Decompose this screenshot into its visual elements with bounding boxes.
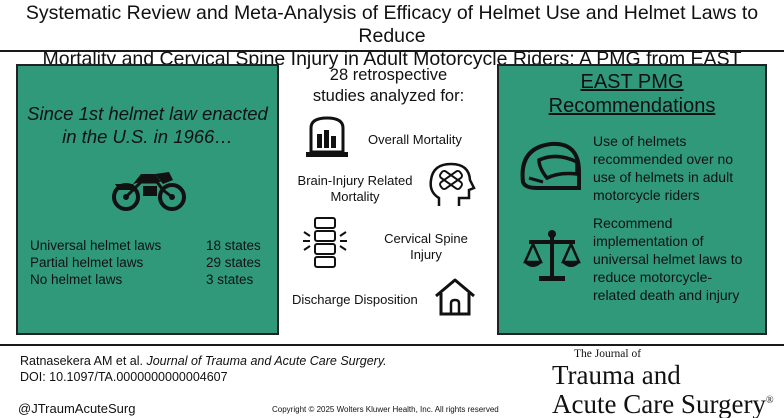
scales-icon [523, 230, 581, 281]
studies-heading-line-1: 28 retrospective [329, 66, 448, 84]
journal-logo: The Journal of Trauma and Acute Care Sur… [552, 348, 782, 418]
recommendation-line: Recommend [593, 215, 673, 231]
law-count: 3 states [206, 272, 254, 287]
helmet-law-intro: Since 1st helmet law enacted in the U.S.… [18, 102, 277, 148]
law-count: 29 states [206, 255, 261, 270]
helmet-law-panel: Since 1st helmet law enacted in the U.S.… [16, 64, 279, 335]
top-divider [0, 50, 784, 52]
registered-mark: ® [765, 395, 774, 406]
recommendation-line: motorcycle riders [593, 187, 700, 203]
intro-line-2: in the U.S. in 1966… [62, 126, 233, 147]
citation-doi: DOI: 10.1097/TA.0000000000004607 [20, 370, 228, 384]
outcome-label-line-1: Cervical Spine [384, 231, 468, 246]
recommendations-heading: EAST PMG Recommendations [499, 70, 765, 118]
page-title: Systematic Review and Meta-Analysis of E… [0, 2, 784, 71]
logo-line-1: Trauma and [552, 360, 681, 390]
logo-line-2-text: Acute Care Surgery [552, 389, 766, 418]
bottom-divider [0, 344, 784, 346]
outcome-cervical-spine-injury: Cervical Spine Injury [380, 231, 472, 263]
citation-line: Ratnasekera AM et al. Journal of Trauma … [20, 353, 387, 369]
citation-journal: Journal of Trauma and Acute Care Surgery… [146, 354, 387, 368]
house-icon [435, 278, 475, 316]
law-label: No helmet laws [30, 272, 123, 287]
logo-small-text: The Journal of [574, 348, 642, 360]
recommendation-line: use of helmets in adult [593, 169, 734, 185]
recommendation-line: universal helmet laws to [593, 251, 743, 267]
recommendation-universal-laws: Recommend implementation of universal he… [593, 214, 765, 304]
intro-line-1: Since 1st helmet law enacted [27, 103, 268, 124]
recommendation-line: related death and injury [593, 287, 740, 303]
motorcycle-icon [112, 172, 186, 211]
title-line-1: Systematic Review and Meta-Analysis of E… [25, 2, 759, 47]
twitter-handle[interactable]: @JTraumAcuteSurg [18, 401, 136, 416]
law-label: Partial helmet laws [30, 255, 144, 270]
recommendation-line: recommended over no [593, 151, 734, 167]
citation-author: Ratnasekera AM et al. [20, 354, 143, 368]
outcome-label-line-2: Injury [410, 247, 442, 262]
recommendation-helmet-use: Use of helmets recommended over no use o… [593, 132, 765, 204]
law-label: Universal helmet laws [30, 238, 162, 253]
law-count: 18 states [206, 238, 261, 253]
recommendations-heading-line-2: Recommendations [548, 95, 716, 117]
outcome-overall-mortality: Overall Mortality [368, 132, 462, 147]
outcome-brain-injury-mortality: Brain-Injury Related Mortality [292, 173, 418, 205]
outcome-discharge-disposition: Discharge Disposition [292, 292, 418, 307]
recommendation-line: implementation of [593, 233, 704, 249]
copyright-notice: Copyright © 2025 Wolters Kluwer Health, … [272, 405, 499, 414]
tombstone-icon [306, 116, 348, 157]
helmet-icon [520, 141, 581, 190]
studies-heading: 28 retrospective studies analyzed for: [282, 65, 495, 107]
outcome-label-line-1: Brain-Injury Related [297, 173, 413, 188]
outcome-label-line-2: Mortality [330, 189, 380, 204]
recommendations-panel: EAST PMG Recommendations Use of helmets … [497, 64, 767, 335]
recommendations-heading-line-1: EAST PMG [580, 71, 684, 93]
citation: Ratnasekera AM et al. Journal of Trauma … [20, 353, 387, 385]
logo-line-2: Acute Care Surgery® [552, 387, 774, 418]
studies-heading-line-2: studies analyzed for: [312, 87, 465, 105]
head-injury-icon [429, 162, 476, 206]
recommendation-line: Use of helmets [593, 133, 687, 149]
recommendation-line: reduce motorcycle- [593, 269, 713, 285]
spine-icon [303, 217, 347, 268]
